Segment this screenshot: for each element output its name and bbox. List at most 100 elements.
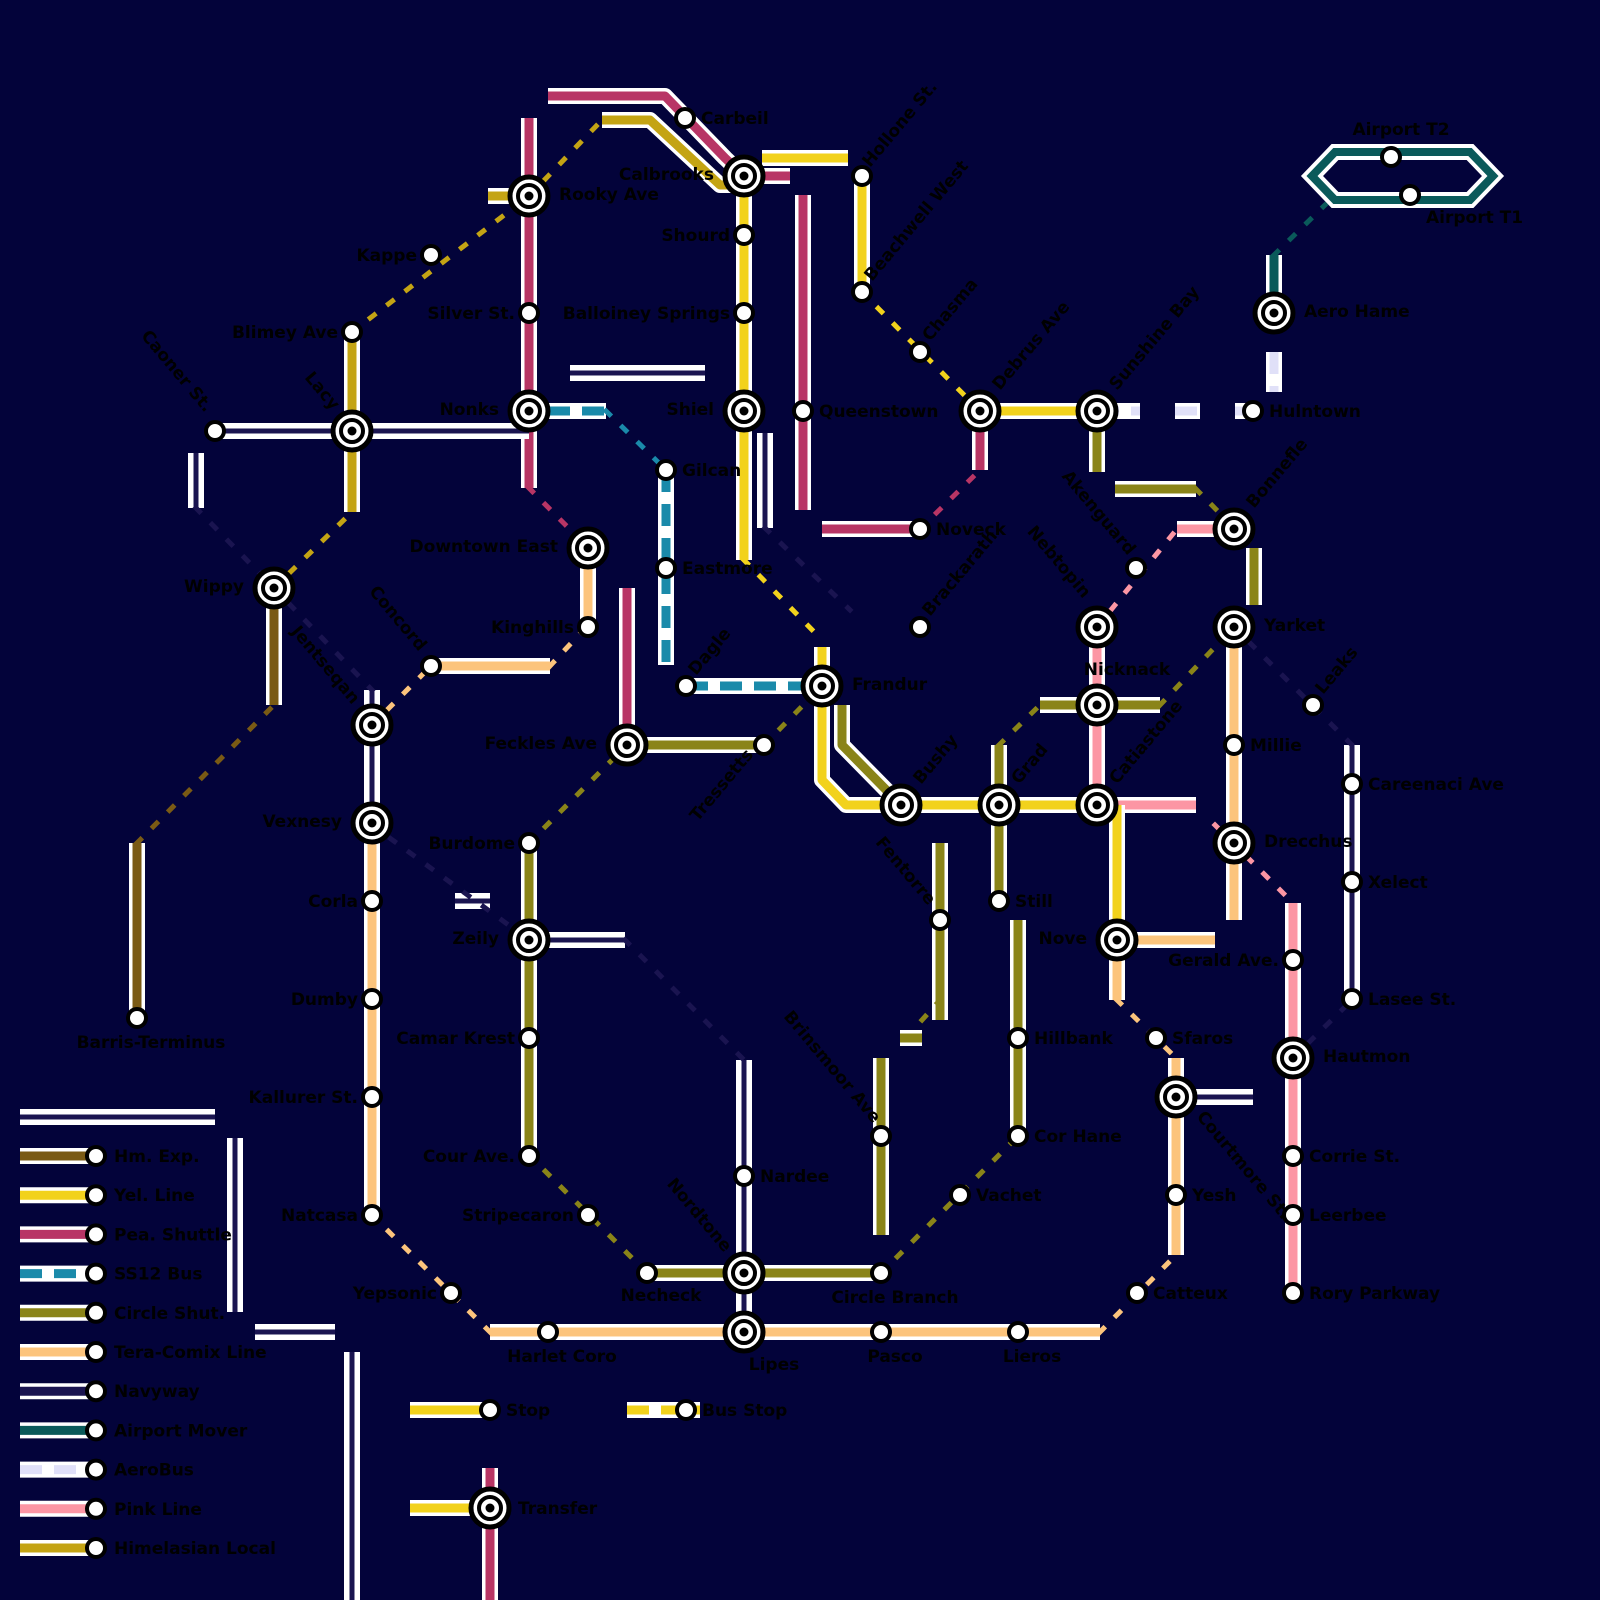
legend-stop-himelasian-local[interactable] [85,1537,107,1559]
station-gilcan[interactable] [655,459,677,481]
station-shiel[interactable] [722,389,766,433]
legend-stop-tera-comix-line[interactable] [85,1341,107,1363]
station-jentseqan[interactable] [350,703,394,747]
station-drecchus[interactable] [1212,821,1256,865]
key-stop-marker[interactable] [479,1399,501,1421]
station-vachet[interactable] [949,1184,971,1206]
station-balloiney-springs[interactable] [733,302,755,324]
station-concord[interactable] [420,655,442,677]
station-harlet-coro[interactable] [537,1321,559,1343]
station-camar-krest[interactable] [518,1027,540,1049]
station-leerbee[interactable] [1282,1204,1304,1226]
station-zeily[interactable] [507,918,551,962]
station-akenguard[interactable] [1125,557,1147,579]
station-eastmore[interactable] [655,557,677,579]
station-nordtone[interactable] [722,1251,766,1295]
legend-stop-navyway[interactable] [85,1380,107,1403]
station-bonnefle[interactable] [1212,507,1256,551]
station-millie[interactable] [1223,734,1245,756]
station-shourd[interactable] [733,224,755,246]
key-bus-stop-marker[interactable] [675,1399,697,1421]
station-yepsonic[interactable] [440,1282,462,1304]
station-barris-terminus[interactable] [126,1007,148,1029]
legend-stop-pink-line[interactable] [85,1497,107,1520]
station-kallurer-st[interactable] [361,1086,383,1108]
station-lacy[interactable] [330,409,374,453]
legend-stop-circle-shut[interactable] [85,1301,107,1324]
station-fentorre[interactable] [929,909,951,931]
station-xelect[interactable] [1341,871,1363,893]
station-circle-branch[interactable] [870,1262,892,1284]
station-courtmore-st[interactable] [1154,1075,1198,1119]
station-leaks[interactable] [1302,694,1324,716]
station-frandur[interactable] [800,664,844,708]
legend-stop-airport-mover[interactable] [85,1419,107,1442]
station-bushy[interactable] [879,783,923,827]
station-natcasa[interactable] [361,1204,383,1226]
station-feckles-ave[interactable] [605,723,649,767]
station-hautmon[interactable] [1271,1036,1315,1080]
station-queenstown[interactable] [792,400,814,422]
station-label-hautmon: Hautmon [1323,1047,1410,1067]
station-sfaros[interactable] [1145,1027,1167,1049]
legend-stop-ss12-bus[interactable] [85,1262,107,1285]
station-nardee[interactable] [733,1165,755,1187]
station-burdome[interactable] [518,832,540,854]
station-hulntown[interactable] [1242,400,1264,422]
station-dumby[interactable] [361,988,383,1010]
station-airport-t1[interactable] [1399,184,1421,206]
station-careenaci-ave[interactable] [1341,773,1363,795]
station-brinsmoor-ave[interactable] [870,1125,892,1147]
station-catteux[interactable] [1126,1282,1148,1304]
station-grad[interactable] [977,783,1021,827]
station-cor-hane[interactable] [1007,1125,1029,1147]
station-vexnesy[interactable] [350,801,394,845]
station-kappe[interactable] [420,244,442,266]
station-yarket[interactable] [1212,605,1256,649]
station-catiastone[interactable] [1075,783,1119,827]
station-airport-t2[interactable] [1380,146,1402,168]
station-hillbank[interactable] [1007,1027,1029,1049]
station-gerald-ave[interactable] [1282,949,1304,971]
station-downtown-east[interactable] [566,526,610,570]
station-nonks[interactable] [507,389,551,433]
legend-stop-hm-exp[interactable] [85,1145,107,1167]
station-stripecaron[interactable] [577,1204,599,1226]
station-cour-ave[interactable] [518,1145,540,1167]
station-lipes[interactable] [722,1310,766,1354]
station-rory-parkway[interactable] [1282,1282,1304,1304]
station-necheck[interactable] [636,1262,658,1284]
station-dagle[interactable] [675,675,697,697]
station-rooky-ave[interactable] [507,174,551,218]
station-caoner-st[interactable] [204,420,226,442]
station-noveck[interactable] [909,518,931,540]
station-carbeil[interactable] [674,107,696,129]
station-hollone-st[interactable] [851,165,873,187]
station-nicknack[interactable] [1075,683,1119,727]
station-nebtopin[interactable] [1075,605,1119,649]
station-still[interactable] [988,890,1010,912]
legend-stop-aerobus[interactable] [85,1458,107,1481]
station-calbrooks[interactable] [722,154,766,198]
station-silver-st[interactable] [518,302,540,324]
station-aero-hame[interactable] [1252,291,1296,335]
station-lasee-st[interactable] [1341,988,1363,1010]
station-chasma[interactable] [909,341,931,363]
station-tressetts[interactable] [753,734,775,756]
station-blimey-ave[interactable] [341,321,363,343]
station-nove[interactable] [1095,918,1139,962]
station-beachwell-west[interactable] [851,281,873,303]
legend-stop-yel-line[interactable] [85,1184,107,1207]
station-corrie-st[interactable] [1282,1145,1304,1167]
station-debrus-ave[interactable] [958,389,1002,433]
station-brackarath[interactable] [909,616,931,638]
station-wippy[interactable] [252,566,296,610]
key-transfer-marker[interactable] [468,1486,512,1530]
station-pasco[interactable] [870,1321,892,1343]
legend-stop-pea-shuttle[interactable] [85,1223,107,1246]
station-lieros[interactable] [1007,1321,1029,1343]
station-corla[interactable] [361,890,383,912]
station-yesh[interactable] [1165,1184,1187,1206]
station-kinghills[interactable] [577,616,599,638]
station-sunshine-bay[interactable] [1075,389,1119,433]
